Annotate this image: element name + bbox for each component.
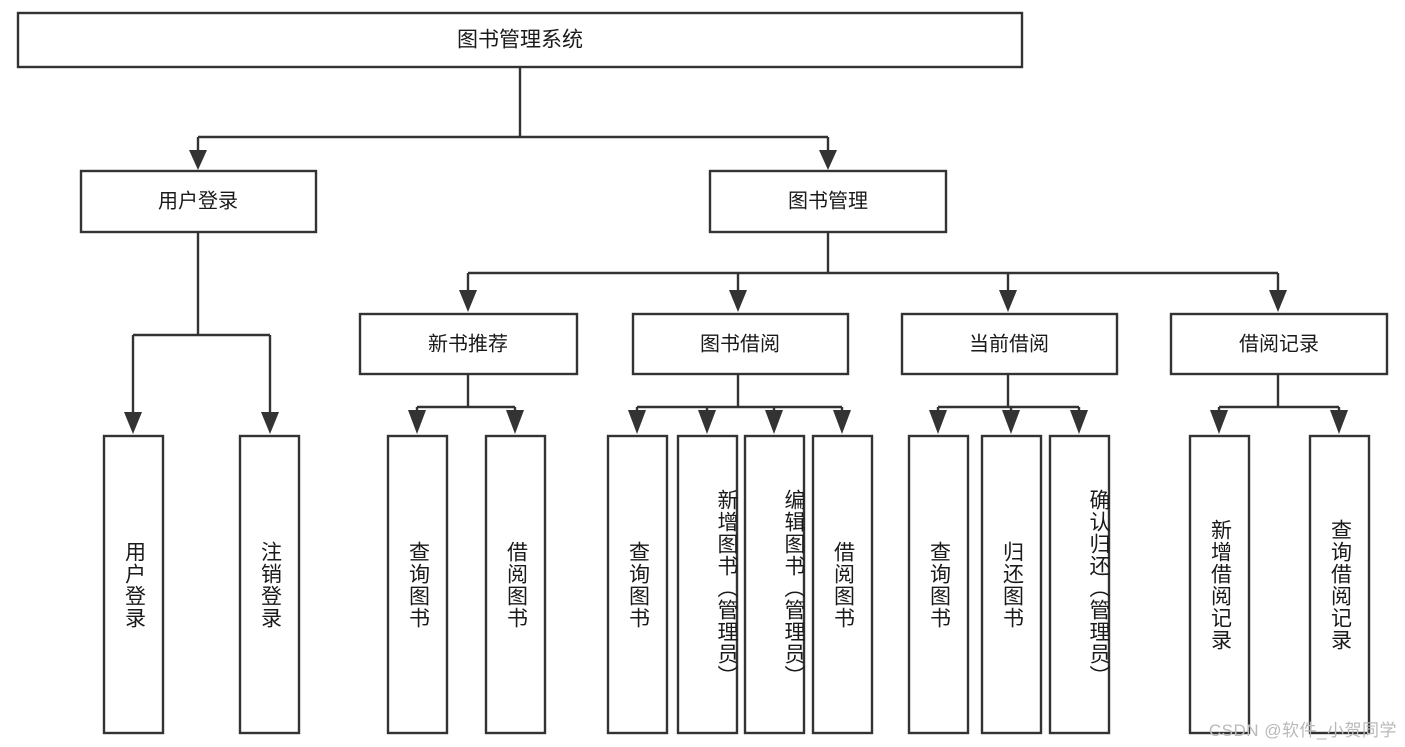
watermark-text: CSDN @软件_小贺同学 xyxy=(1208,721,1397,740)
connector-layer xyxy=(124,67,1348,434)
node-leaf-edit-book-admin[interactable] xyxy=(743,434,806,735)
node-leaf-borrow-book-2[interactable] xyxy=(811,434,874,735)
arrowhead-leaf-borrow-book-2 xyxy=(833,410,851,434)
node-user-login-label: 用户登录 xyxy=(158,189,238,212)
arrowhead-leaf-query-borrow-record xyxy=(1330,410,1348,434)
arrowhead-leaf-user-login xyxy=(124,412,142,434)
arrowhead-leaf-add-book-admin xyxy=(698,410,716,434)
node-new-book-recommend[interactable] xyxy=(358,312,579,376)
node-book-borrow-label: 图书借阅 xyxy=(700,332,780,355)
node-leaf-user-login[interactable] xyxy=(102,434,165,735)
arrowhead-leaf-query-book-3 xyxy=(929,410,947,434)
node-leaf-query-book-2[interactable] xyxy=(606,434,669,735)
node-leaf-borrow-book-1[interactable] xyxy=(484,434,547,735)
arrowhead-leaf-query-book-1 xyxy=(408,410,426,434)
arrowhead-leaf-query-book-2 xyxy=(628,410,646,434)
arrowhead-leaf-borrow-book-1 xyxy=(506,410,524,434)
node-root[interactable] xyxy=(16,11,1024,69)
node-leaf-confirm-return-admin[interactable] xyxy=(1048,434,1111,735)
node-leaf-query-borrow-record[interactable] xyxy=(1308,434,1371,735)
node-borrow-record[interactable] xyxy=(1169,312,1389,376)
arrowhead-leaf-add-borrow-record xyxy=(1210,410,1228,434)
arrowhead-leaf-return-book xyxy=(1002,410,1020,434)
arrowhead-book-borrow xyxy=(729,290,747,312)
node-leaf-add-borrow-record[interactable] xyxy=(1188,434,1251,735)
arrowhead-leaf-edit-book-admin xyxy=(765,410,783,434)
node-leaf-return-book[interactable] xyxy=(980,434,1043,735)
node-leaf-query-book-3[interactable] xyxy=(907,434,970,735)
node-current-borrow[interactable] xyxy=(900,312,1119,376)
node-current-borrow-label: 当前借阅 xyxy=(969,332,1049,355)
node-book-manage[interactable] xyxy=(708,169,948,234)
node-book-manage-label: 图书管理 xyxy=(788,189,868,212)
arrowhead-current-borrow xyxy=(999,290,1017,312)
arrowhead-leaf-logout-login xyxy=(261,412,279,434)
node-leaf-add-book-admin[interactable] xyxy=(676,434,739,735)
node-new-book-recommend-label: 新书推荐 xyxy=(428,332,508,355)
arrowhead-borrow-record xyxy=(1269,290,1287,312)
node-layer: 图书管理系统 用户登录 图书管理 新书推荐 图书借阅 当前借阅 借阅记录 xyxy=(16,11,1389,735)
node-root-label: 图书管理系统 xyxy=(457,29,583,52)
node-user-login[interactable] xyxy=(79,169,318,234)
node-leaf-logout-login[interactable] xyxy=(238,434,301,735)
node-borrow-record-label: 借阅记录 xyxy=(1239,332,1319,355)
arrowhead-new-book-recommend xyxy=(459,290,477,312)
arrowhead-book-manage xyxy=(819,150,837,170)
arrowhead-user-login xyxy=(189,150,207,170)
node-leaf-query-book-1[interactable] xyxy=(386,434,449,735)
node-book-borrow[interactable] xyxy=(631,312,850,376)
arrowhead-leaf-confirm-return-admin xyxy=(1070,410,1088,434)
